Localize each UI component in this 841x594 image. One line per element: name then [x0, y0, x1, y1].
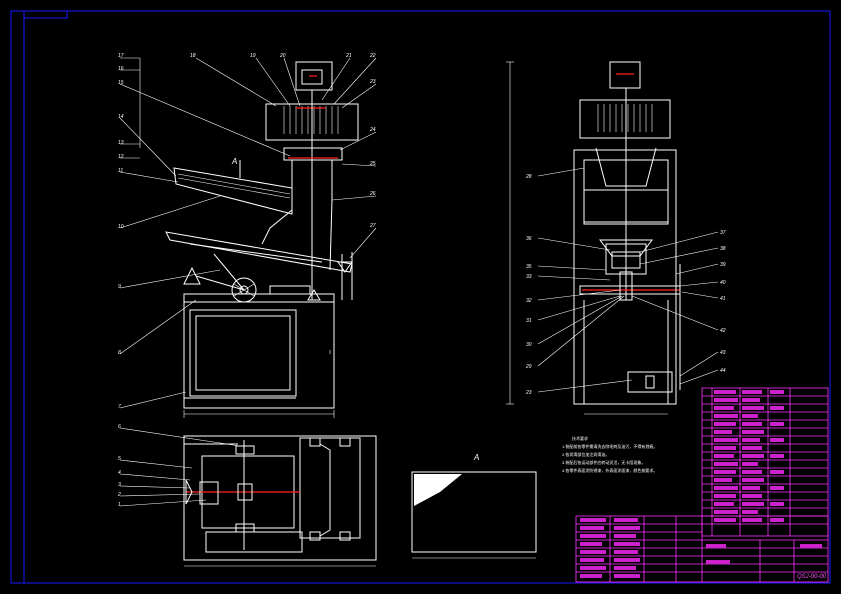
- svg-text:23: 23: [525, 390, 532, 396]
- svg-text:11: 11: [118, 168, 123, 174]
- svg-text:13: 13: [118, 140, 124, 146]
- svg-text:30: 30: [526, 342, 532, 348]
- svg-text:18: 18: [190, 53, 196, 59]
- svg-text:15: 15: [118, 80, 124, 86]
- svg-text:10: 10: [118, 224, 124, 230]
- tech-notes: 技术要求 1.装配前各零件需清洗去除毛刺及油污，不得有划痕。 2.各润滑部位加注…: [562, 435, 657, 473]
- leaders-right: [537, 167, 719, 393]
- svg-text:27: 27: [369, 223, 376, 229]
- callouts-right-labels: 28 36 35 33 32 31 30 29 23 37 38 39 40 4…: [525, 174, 726, 396]
- svg-text:3: 3: [118, 482, 121, 488]
- svg-text:26: 26: [369, 191, 376, 197]
- section-label: A: [231, 157, 237, 166]
- plan-view: [183, 435, 377, 567]
- svg-text:4.各零件表面涂防锈漆，外表面涂面漆，颜色按要求。: 4.各零件表面涂防锈漆，外表面涂面漆，颜色按要求。: [562, 467, 657, 473]
- svg-text:38: 38: [720, 246, 726, 252]
- front-view: [165, 61, 359, 418]
- svg-text:5: 5: [118, 456, 121, 462]
- svg-text:20: 20: [279, 53, 286, 59]
- svg-text:6: 6: [118, 424, 121, 430]
- svg-text:A: A: [473, 453, 479, 462]
- svg-text:17: 17: [118, 53, 124, 59]
- svg-text:7: 7: [118, 404, 121, 410]
- corner-tab: [23, 10, 68, 19]
- svg-text:43: 43: [720, 350, 726, 356]
- callouts-left-labels: 17 16 15 14 13 12 11 10 9 8 7 18 19 20 2…: [118, 53, 376, 410]
- svg-text:33: 33: [526, 274, 532, 280]
- svg-text:8: 8: [118, 350, 121, 356]
- svg-text:42: 42: [720, 328, 726, 334]
- svg-text:29: 29: [525, 364, 532, 370]
- side-view: [506, 61, 681, 415]
- svg-text:36: 36: [526, 236, 532, 242]
- svg-text:2.各润滑部位加注润滑油。: 2.各润滑部位加注润滑油。: [562, 451, 609, 457]
- svg-text:24: 24: [369, 127, 376, 133]
- svg-text:23: 23: [369, 79, 376, 85]
- svg-text:3.装配后各运动部件应转动灵活，无卡阻现象。: 3.装配后各运动部件应转动灵活，无卡阻现象。: [562, 459, 645, 465]
- svg-text:2: 2: [117, 492, 121, 498]
- svg-text:1.装配前各零件需清洗去除毛刺及油污，不得有划痕。: 1.装配前各零件需清洗去除毛刺及油污，不得有划痕。: [562, 443, 657, 449]
- stand-frame: [183, 301, 335, 409]
- leaders-left: [119, 57, 377, 409]
- detail-view-a: A: [411, 453, 537, 559]
- inner-frame: [23, 10, 831, 584]
- svg-text:4: 4: [118, 470, 121, 476]
- svg-text:25: 25: [369, 161, 376, 167]
- leaders-plan: [119, 427, 241, 507]
- svg-text:35: 35: [526, 264, 532, 270]
- callouts-plan-labels: 6 5 4 3 2 1: [117, 424, 121, 508]
- svg-text:技术要求: 技术要求: [572, 435, 588, 441]
- svg-text:28: 28: [525, 174, 532, 180]
- motor: [295, 61, 333, 91]
- svg-text:32: 32: [526, 298, 532, 304]
- svg-text:37: 37: [720, 230, 726, 236]
- svg-text:19: 19: [250, 53, 256, 59]
- svg-text:1: 1: [118, 502, 121, 508]
- svg-text:41: 41: [720, 296, 726, 302]
- svg-text:31: 31: [526, 318, 532, 324]
- svg-text:39: 39: [720, 262, 726, 268]
- svg-text:14: 14: [118, 114, 124, 120]
- svg-text:21: 21: [345, 53, 352, 59]
- parts-list: [701, 387, 829, 537]
- svg-text:40: 40: [720, 280, 726, 286]
- title-block: QSJ-00-00: [575, 515, 829, 583]
- drawing-number: QSJ-00-00: [797, 574, 827, 580]
- svg-text:22: 22: [369, 53, 376, 59]
- svg-text:16: 16: [118, 66, 124, 72]
- svg-text:12: 12: [118, 154, 124, 160]
- svg-text:44: 44: [720, 368, 726, 374]
- svg-text:9: 9: [118, 284, 121, 290]
